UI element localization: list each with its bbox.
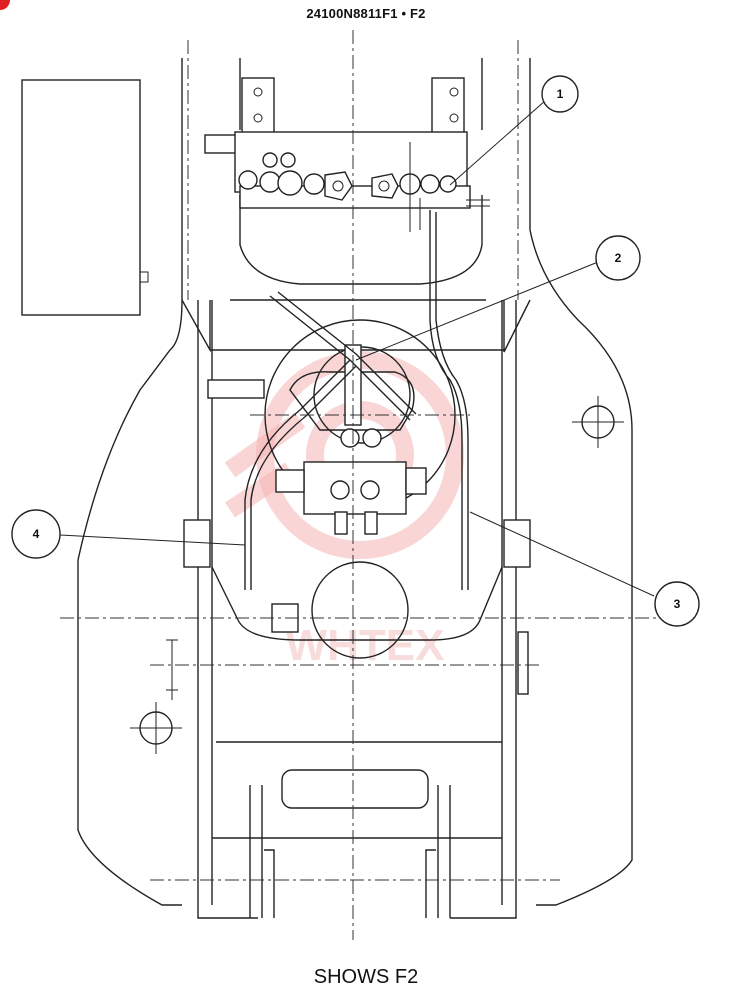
valve-bank-top [204,77,490,232]
cross-member [281,769,429,809]
mount-hole-left [130,702,182,754]
callout-2: 2 [595,235,641,281]
watermark-text: WHTEX [286,621,445,670]
diagram-caption: SHOWS F2 [313,966,419,988]
left-panel [21,79,141,316]
callout-1: 1 [541,75,579,113]
svg-text:3: 3 [674,597,681,611]
hose-3 [429,210,463,590]
hose-4 [244,359,351,590]
drawing-code: 24100N8811F1 • F2 [306,6,426,21]
pump-assembly [264,319,456,535]
mount-hole-right [572,396,624,448]
frame-right [529,58,633,906]
callout-4: 4 [11,509,61,559]
svg-text:4: 4 [33,527,40,541]
corner-marker [0,0,10,10]
svg-text:2: 2 [615,251,622,265]
frame-left [77,58,183,906]
svg-text:1: 1 [557,87,564,101]
callout-3: 3 [654,581,700,627]
